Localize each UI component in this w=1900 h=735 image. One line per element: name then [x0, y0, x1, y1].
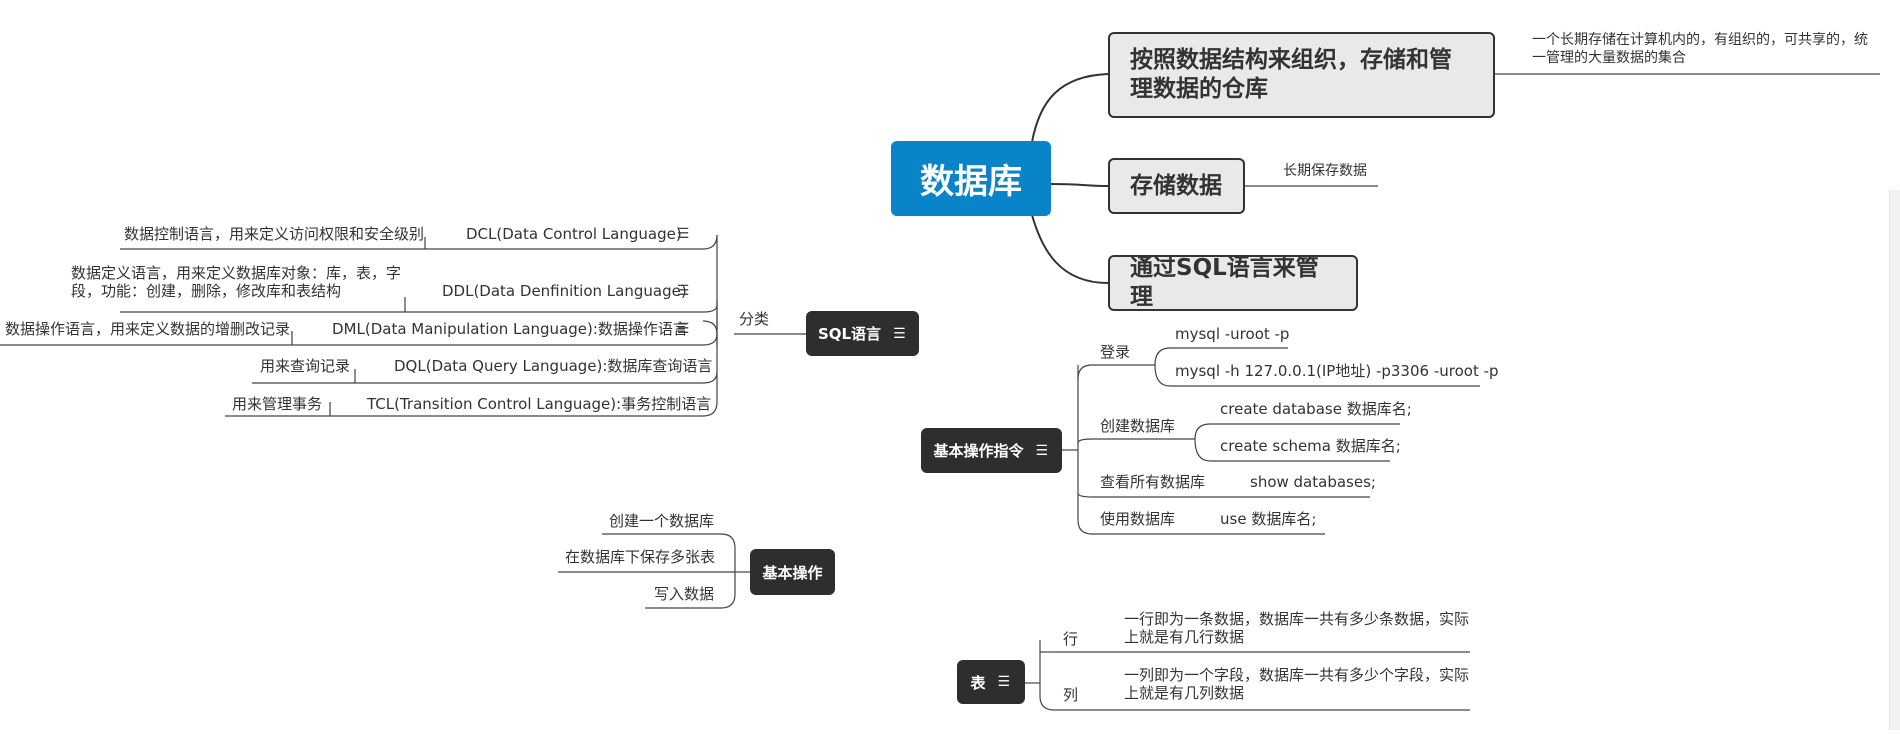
sql-item-tcl-desc: 用来管理事务: [232, 395, 323, 413]
branch-storage-label: 存储数据: [1130, 172, 1222, 199]
cmd-create-2: create schema 数据库名;: [1220, 437, 1401, 455]
basic-op-1: 创建一个数据库: [609, 512, 715, 530]
branch-sql-manage[interactable]: 通过SQL语言来管理: [1108, 255, 1358, 311]
basic-commands-node[interactable]: 基本操作指令 ☰: [921, 428, 1062, 473]
basic-op-3: 写入数据: [654, 585, 715, 603]
basic-ops-label: 基本操作: [762, 563, 823, 582]
basic-op-2: 在数据库下保存多张表: [565, 548, 716, 566]
root-label: 数据库: [920, 162, 1022, 202]
table-label: 表: [970, 673, 986, 692]
cmd-use-1: use 数据库名;: [1220, 510, 1317, 528]
menu-icon: ☰: [997, 674, 1011, 690]
branch-storage[interactable]: 存储数据: [1108, 158, 1245, 214]
sql-language-node[interactable]: SQL语言 ☰: [806, 311, 919, 356]
sql-item-dml-name: DML(Data Manipulation Language):数据操作语言: [332, 320, 688, 338]
cmd-group-create: 创建数据库: [1100, 417, 1176, 435]
note-icon: ☰: [676, 226, 690, 242]
sql-language-label: SQL语言: [817, 325, 882, 343]
vertical-scrollbar[interactable]: [1889, 190, 1900, 730]
sql-item-dcl-name: DCL(Data Control Language): [466, 225, 682, 243]
root-node[interactable]: 数据库: [891, 141, 1051, 216]
note-icon: ☰: [676, 321, 690, 337]
menu-icon: ☰: [1035, 442, 1049, 459]
branch-definition-note: 一个长期存储在计算机内的，有组织的，可共享的，统一管理的大量数据的集合: [1532, 32, 1868, 66]
table-row-label: 行: [1063, 630, 1079, 648]
sql-item-dml-desc: 数据操作语言，用来定义数据的增删改记录: [5, 320, 291, 338]
table-col-label: 列: [1063, 686, 1079, 704]
table-row-desc: 一行即为一条数据，数据库一共有多少条数据，实际上就是有几行数据: [1124, 610, 1470, 646]
table-col-desc: 一列即为一个字段，数据库一共有多少个字段，实际上就是有几列数据: [1124, 666, 1470, 702]
branch-definition-label: 按照数据结构来组织，存储和管理数据的仓库: [1130, 47, 1452, 102]
cmd-create-1: create database 数据库名;: [1220, 400, 1412, 418]
sql-item-tcl-name: TCL(Transition Control Language):事务控制语言: [367, 395, 712, 413]
cmd-group-show: 查看所有数据库: [1100, 473, 1206, 491]
sql-item-dcl-desc: 数据控制语言，用来定义访问权限和安全级别: [124, 225, 425, 243]
note-icon: ☰: [676, 283, 690, 299]
table-node[interactable]: 表 ☰: [957, 660, 1025, 704]
branch-definition[interactable]: 按照数据结构来组织，存储和管理数据的仓库: [1108, 32, 1495, 118]
sql-item-dql-desc: 用来查询记录: [260, 357, 351, 375]
sql-item-dql-name: DQL(Data Query Language):数据库查询语言: [394, 357, 713, 375]
cmd-group-use: 使用数据库: [1100, 510, 1176, 528]
menu-icon: ☰: [893, 325, 906, 342]
basic-commands-label: 基本操作指令: [933, 442, 1024, 460]
cmd-login-2: mysql -h 127.0.0.1(IP地址) -p3306 -uroot -…: [1175, 362, 1499, 380]
cmd-show-1: show databases;: [1250, 473, 1376, 491]
cmd-group-login: 登录: [1100, 343, 1131, 361]
sql-item-ddl-desc: 数据定义语言，用来定义数据库对象：库，表，字段，功能：创建，删除，修改库和表结构: [71, 264, 402, 300]
branch-sql-manage-label: 通过SQL语言来管理: [1130, 255, 1319, 310]
sql-item-ddl-name: DDL(Data Denfinition Language): [442, 282, 687, 300]
cmd-login-1: mysql -uroot -p: [1175, 325, 1290, 343]
branch-storage-note: 长期保存数据: [1283, 163, 1367, 179]
basic-ops-node[interactable]: 基本操作: [750, 549, 835, 595]
sql-edge-label: 分类: [739, 310, 770, 328]
